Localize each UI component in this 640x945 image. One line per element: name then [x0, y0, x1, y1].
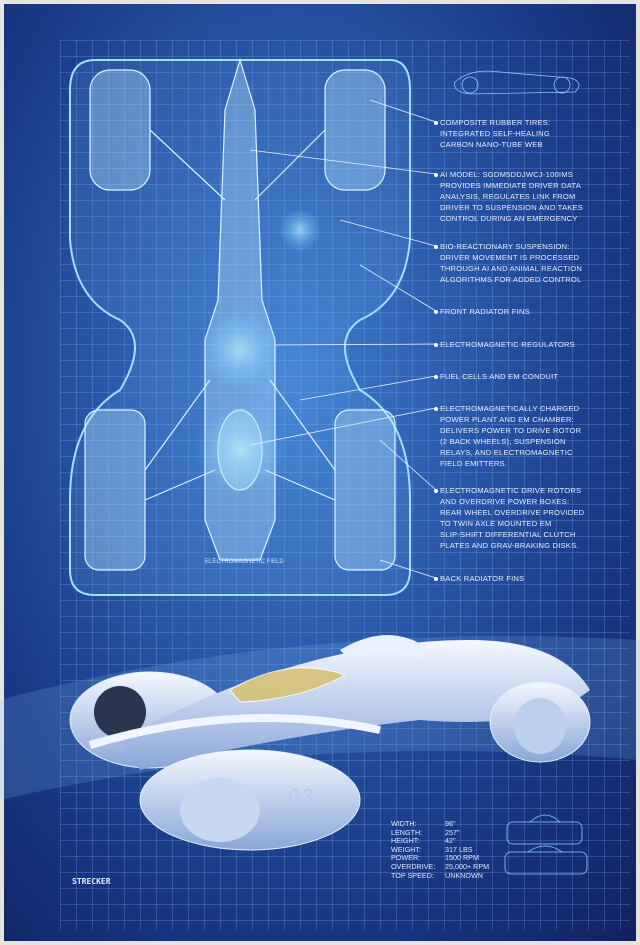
callout-line: control during an emergency	[440, 214, 578, 223]
car-render	[69, 635, 591, 851]
spec-row: TOP SPEED: UNKNOWN	[391, 870, 489, 881]
callout-line: field emitters.	[440, 459, 508, 468]
spec-row: OVERDRIVE: 25,000+ RPM	[391, 861, 490, 872]
callout-line: Integrated self-healing	[440, 129, 550, 138]
callout-dot	[434, 245, 438, 249]
spec-row: WEIGHT: 317 LBS	[391, 844, 489, 855]
callout-line: Driver movement is processed	[440, 253, 580, 262]
callout-dot	[434, 489, 438, 493]
callout-dot	[434, 577, 438, 581]
callout-line: algorithms for added control	[440, 275, 582, 284]
callout-line: relays, and electromagnetic	[440, 448, 573, 457]
callout-label: Front radiator fins	[440, 306, 620, 317]
front-rear-view-drawings	[504, 814, 588, 875]
spec-value: 25,000+ RPM	[445, 861, 490, 871]
spec-key: WEIGHT:	[391, 844, 421, 854]
callout-line: Rear wheel overdrive provided	[440, 508, 585, 517]
spec-row: HEIGHT: 42"	[391, 837, 489, 846]
callout-line: driver to suspension and takes	[440, 203, 584, 212]
callout-label: Bio-reactionary suspension: Driver moveme…	[440, 241, 620, 285]
callout-line: and overdrive power boxes:	[440, 497, 570, 506]
callout-dot	[434, 375, 438, 379]
spec-table: WIDTH: 96" LENGTH: 257" HEIGHT: 42" WEIGHT: 317…	[391, 819, 490, 881]
spec-value: 257"	[445, 827, 460, 837]
callout-line: provides immediate driver data	[440, 181, 582, 190]
spec-key: TOP SPEED:	[391, 870, 434, 880]
spec-key: LENGTH:	[391, 827, 423, 837]
spec-value: 96"	[445, 819, 456, 828]
callout-line: Delivers power to drive rotor	[440, 426, 582, 435]
callout-dot	[434, 121, 438, 125]
callout-label: AI Model: SGDM5DDJWCJ-100IMS provides imm…	[440, 169, 620, 224]
spec-key: POWER:	[391, 853, 421, 863]
callout-line: power plant and EM chamber:	[440, 415, 574, 424]
callout-label: Electromagnetic drive rotors and overdriv…	[440, 485, 620, 551]
car-number: 03	[288, 786, 315, 808]
callout-line: analysis, regulates link from	[440, 192, 576, 201]
spec-row: WIDTH: 96"	[391, 819, 489, 829]
callout-label: Electromagnetically charged power plant a…	[440, 403, 620, 469]
callout-label: Composite rubber tires: Integrated self-h…	[440, 117, 620, 150]
callout-line: AI Model: SGDM5DDJWCJ-100IMS	[440, 170, 574, 179]
callout-line: slip-shift differential clutch	[440, 530, 576, 539]
callout-label: Electromagnetic regulators	[440, 339, 620, 350]
callout-line: (2 back wheels), suspension	[440, 437, 566, 446]
callout-line: Electromagnetic regulators	[440, 340, 575, 349]
callout-dot	[434, 407, 438, 411]
callout-line: Electromagnetically charged	[440, 404, 580, 413]
artist-signature: STRECKER	[72, 877, 111, 886]
spec-row: LENGTH: 257"	[391, 827, 489, 838]
callout-label: Fuel cells and EM conduit	[440, 371, 620, 382]
callout-line: Back radiator fins	[440, 574, 525, 583]
callout-line: Front radiator fins	[440, 307, 530, 316]
callout-line: Composite rubber tires:	[440, 118, 551, 127]
spec-value: UNKNOWN	[445, 870, 483, 880]
callout-line: to twin axle mounted EM	[440, 519, 552, 528]
callout-line: through AI and animal reaction	[440, 264, 583, 273]
callout-line: Bio-reactionary suspension:	[440, 242, 570, 251]
spec-key: OVERDRIVE:	[391, 861, 436, 871]
callout-dot	[434, 173, 438, 177]
field-label: ELECTROMAGNETIC FIELD	[205, 559, 284, 565]
side-view-thumbnail	[454, 70, 580, 95]
spec-key: WIDTH:	[391, 819, 417, 828]
leader-lines	[249, 99, 437, 579]
callout-line: plates and grav-braking disks.	[440, 541, 579, 550]
spec-value: 1500 RPM	[445, 853, 479, 863]
spec-key: HEIGHT:	[391, 836, 420, 846]
callout-line: carbon nano-tube web	[440, 140, 543, 149]
callout-dot	[434, 343, 438, 347]
callout-dot	[434, 310, 438, 314]
spec-value: 317 LBS	[445, 844, 473, 854]
callout-line: Fuel cells and EM conduit	[440, 372, 559, 381]
callout-line: Electromagnetic drive rotors	[440, 486, 582, 495]
callout-label: Back radiator fins	[440, 573, 620, 584]
spec-value: 42"	[445, 836, 456, 846]
spec-row: POWER: 1500 RPM	[391, 854, 489, 863]
